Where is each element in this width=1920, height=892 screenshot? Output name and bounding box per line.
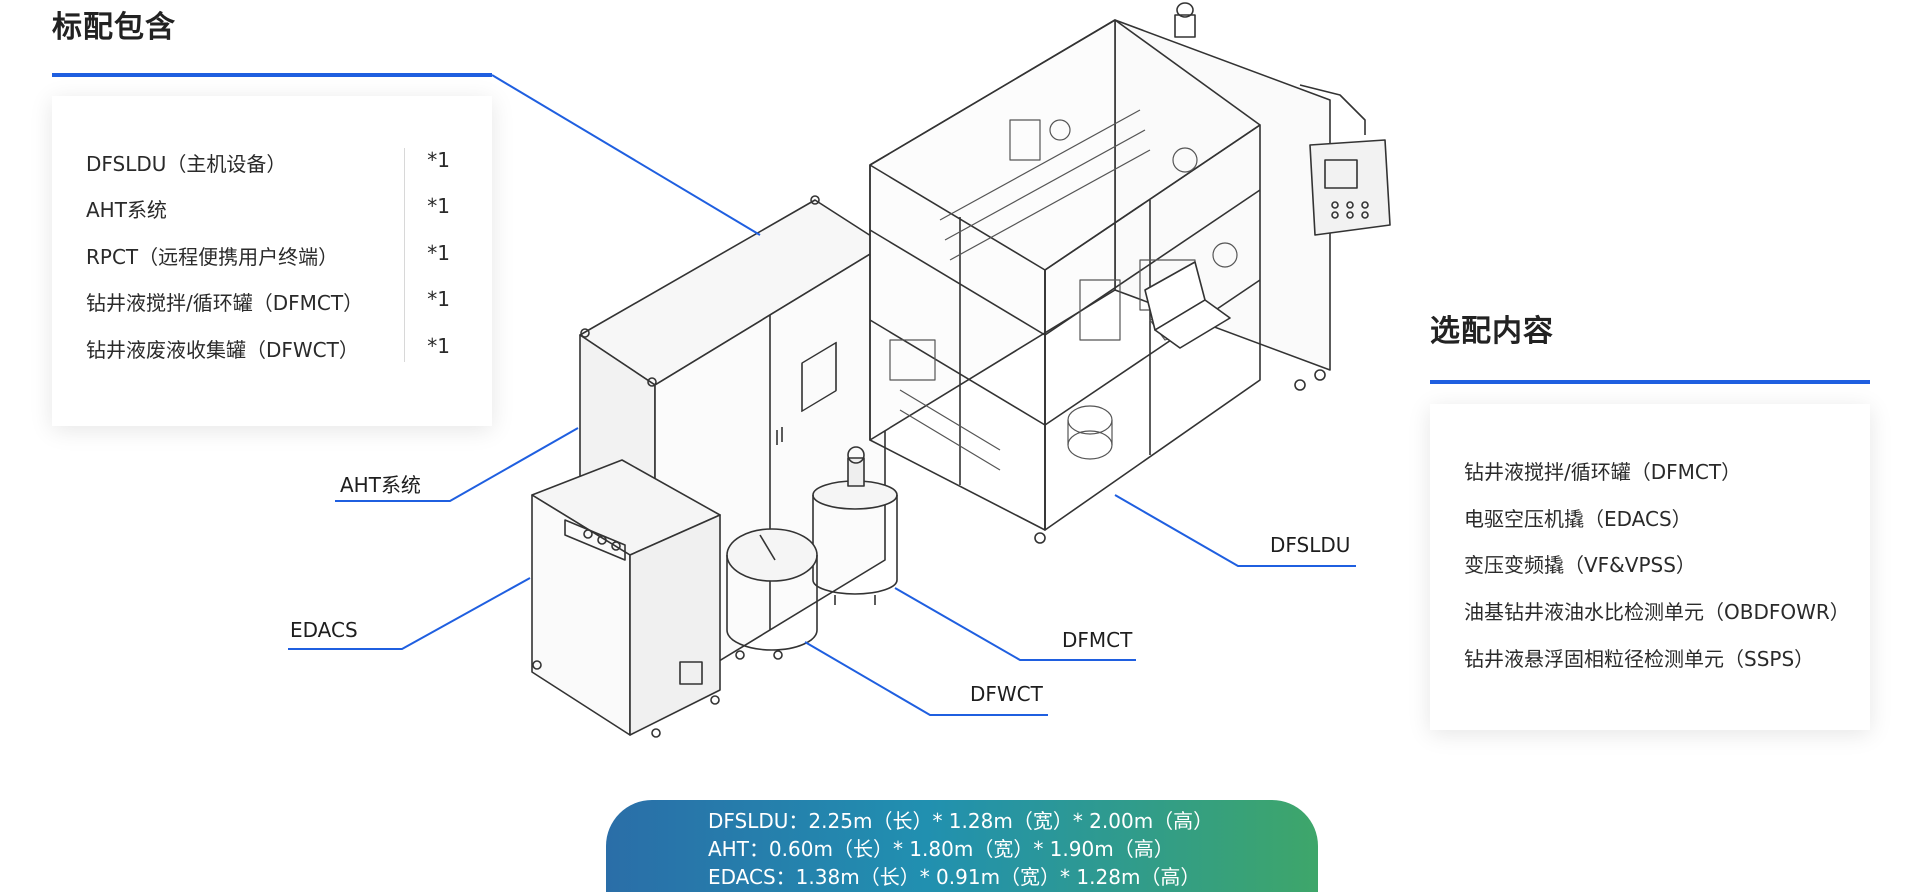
standard-list-divider — [404, 148, 405, 362]
standard-item-name: AHT系统 — [86, 198, 167, 222]
standard-item-qty: *1 — [427, 194, 450, 218]
dfmct-leader-line — [894, 587, 1136, 661]
standard-item-name: RPCT（远程便携用户终端） — [86, 245, 339, 269]
dimension-line-dfsldu: DFSLDU：2.25m（长）* 1.28m（宽）* 2.00m（高） — [708, 809, 1214, 833]
standard-item: 钻井液废液收集罐（DFWCT） *1 — [86, 334, 462, 380]
callout-dfsldu: DFSLDU — [1270, 533, 1351, 557]
standard-item: RPCT（远程便携用户终端） *1 — [86, 241, 462, 287]
standard-title-underline — [52, 73, 492, 77]
callout-dfwct: DFWCT — [970, 682, 1043, 706]
callout-edacs: EDACS — [290, 618, 358, 642]
callout-aht: AHT系统 — [340, 473, 421, 497]
callout-dfmct: DFMCT — [1062, 628, 1133, 652]
standard-item: AHT系统 *1 — [86, 194, 462, 240]
standard-item-qty: *1 — [427, 241, 450, 265]
edacs-box-drawing — [531, 459, 721, 738]
standard-item-name: DFSLDU（主机设备） — [86, 152, 287, 176]
optional-item: 钻井液搅拌/循环罐（DFMCT） — [1464, 460, 1742, 484]
standard-item: DFSLDU（主机设备） *1 — [86, 148, 462, 194]
dimension-line-aht: AHT：0.60m（长）* 1.80m（宽）* 1.90m（高） — [708, 837, 1174, 861]
standard-title: 标配包含 — [52, 10, 176, 45]
aht-leader-line — [335, 427, 579, 502]
dfsldu-frame-drawing — [869, 2, 1391, 544]
optional-item: 油基钻井液油水比检测单元（OBDFOWR） — [1464, 600, 1850, 624]
dfwct-leader-line — [804, 641, 1048, 716]
standard-list-card: DFSLDU（主机设备） *1 AHT系统 *1 RPCT（远程便携用户终端） … — [52, 96, 492, 426]
standard-item-qty: *1 — [427, 287, 450, 311]
standard-leader-line — [491, 74, 761, 236]
edacs-leader-line — [288, 577, 531, 650]
optional-title-underline — [1430, 380, 1870, 384]
optional-list-card: 钻井液搅拌/循环罐（DFMCT） 电驱空压机撬（EDACS） 变压变频撬（VF&… — [1430, 404, 1870, 730]
optional-item: 钻井液悬浮固相粒径检测单元（SSPS） — [1464, 647, 1815, 671]
optional-item: 电驱空压机撬（EDACS） — [1464, 507, 1692, 531]
dimensions-banner: DFSLDU：2.25m（长）* 1.28m（宽）* 2.00m（高） AHT：… — [606, 800, 1318, 892]
dfsldu-leader-line — [1114, 494, 1356, 567]
dfwct-tank-drawing — [726, 528, 818, 660]
standard-item-qty: *1 — [427, 148, 450, 172]
standard-item: 钻井液搅拌/循环罐（DFMCT） *1 — [86, 287, 462, 333]
standard-item-name: 钻井液搅拌/循环罐（DFMCT） — [86, 291, 364, 315]
optional-item: 变压变频撬（VF&VPSS） — [1464, 553, 1696, 577]
optional-title: 选配内容 — [1430, 314, 1554, 349]
standard-item-name: 钻井液废液收集罐（DFWCT） — [86, 338, 359, 362]
dimension-line-edacs: EDACS：1.38m（长）* 0.91m（宽）* 1.28m（高） — [708, 865, 1201, 889]
standard-item-qty: *1 — [427, 334, 450, 358]
